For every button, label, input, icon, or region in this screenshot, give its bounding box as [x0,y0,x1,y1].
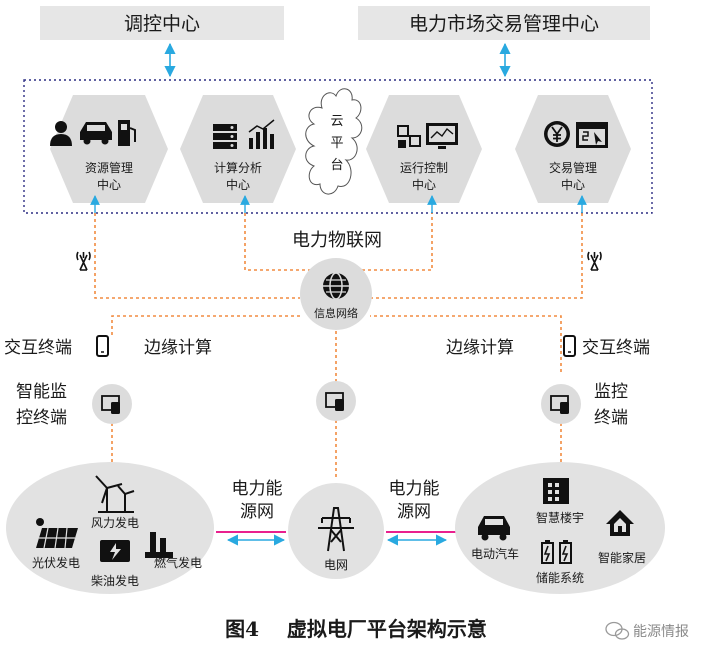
dispatch-center-label: 调控中心 [124,13,200,35]
solar-power-label: 光伏发电 [32,555,80,570]
antenna-icon [76,251,91,271]
terminal-node-right [541,384,581,424]
cloud-char: 云 [330,114,343,129]
ev-label: 电动汽车 [471,546,519,561]
edge-computing-label-left: 边缘计算 [144,338,212,358]
market-trading-center-label: 电力市场交易管理中心 [409,13,599,35]
monitor-terminal-label: 监控 [594,382,628,402]
dispatch-center-box: 调控中心 [40,6,284,40]
person-icon [50,121,72,146]
server-stack-icon [213,124,237,149]
center-line-1: 交易管理 [549,160,597,175]
transmission-tower-icon [318,507,354,552]
generation-cluster: 风力发电 光伏发电 柴油发电 燃气发电 [6,462,214,594]
electric-car-icon [478,516,510,541]
cloud-platform-frame [23,79,653,214]
center-line-1: 计算分析 [214,160,262,175]
price-window-icon [576,122,608,148]
center-line-2: 中心 [97,177,121,192]
battery-storage-icon [541,540,572,564]
phone-icon [96,335,109,357]
center-line-2: 中心 [561,177,585,192]
smart-home-icon [606,510,634,536]
market-trading-center-box: 电力市场交易管理中心 [358,6,650,40]
globe-icon [323,272,349,300]
center-line-1: 运行控制 [400,161,448,175]
smart-monitor-terminal-label: 控终端 [16,408,67,428]
cloud-char: 平 [330,136,343,151]
smart-building-label: 智慧楼宇 [536,510,584,525]
trading-management-center: 交易管理 中心 [515,95,631,203]
power-grid-node: 电网 [288,483,384,579]
energy-network-label-right: 电力能 [389,479,440,499]
interaction-terminal-label-right: 交互终端 [582,338,650,358]
car-icon [80,122,112,145]
center-line-2: 中心 [226,177,250,192]
computing-analysis-center: 计算分析 中心 [180,95,296,203]
terminal-node-center [316,381,356,421]
iot-label: 电力物联网 [292,230,382,251]
fuel-pump-icon [118,120,136,146]
consumption-cluster: 智慧楼宇 电动汽车 储能系统 智能家居 [455,462,665,594]
wechat-icon [605,621,630,640]
info-network-label: 信息网络 [314,306,358,320]
resource-management-center: 资源管理 中心 [50,95,168,203]
gas-plant-icon [145,532,173,558]
yen-coin-icon [544,121,570,147]
gas-power-label: 燃气发电 [154,555,202,570]
phone-icon [563,335,576,357]
flow-chart-icon [397,125,421,148]
terminal-device-icon [101,395,120,414]
diesel-generator-icon [100,540,130,562]
energy-network-label-right: 源网 [397,502,431,522]
watermark: 能源情报 [605,621,689,640]
terminal-device-icon [550,395,569,414]
watermark-label: 能源情报 [633,624,689,640]
terminal-node-left [92,384,132,424]
energy-network-label-left: 电力能 [232,479,283,499]
center-line-1: 资源管理 [85,160,133,175]
figure-caption: 图4 虚拟电厂平台架构示意 [225,617,487,641]
smart-home-label: 智能家居 [598,550,646,565]
energy-network-label-left: 源网 [240,502,274,522]
interaction-terminal-label-left: 交互终端 [4,338,72,358]
wind-power-label: 风力发电 [91,515,139,530]
cloud-char: 台 [330,158,343,173]
bar-chart-icon [248,119,275,149]
edge-computing-label-right: 边缘计算 [446,338,514,358]
center-line-2: 中心 [412,177,436,192]
antenna-icon [587,251,602,271]
terminal-device-icon [325,392,344,411]
wind-turbine-icon [95,475,135,513]
info-network-node: 信息网络 [300,258,372,330]
cloud-platform: 云 平 台 [305,88,363,195]
operation-control-center: 运行控制 中心 [366,95,482,203]
smart-monitor-terminal-label: 智能监 [16,382,67,402]
monitor-terminal-label: 终端 [594,408,628,428]
diesel-power-label: 柴油发电 [91,573,139,588]
monitor-icon [426,123,458,149]
grid-label: 电网 [324,558,348,572]
solar-panel-icon [36,518,78,549]
smart-building-icon [543,478,569,504]
energy-storage-label: 储能系统 [536,570,584,585]
